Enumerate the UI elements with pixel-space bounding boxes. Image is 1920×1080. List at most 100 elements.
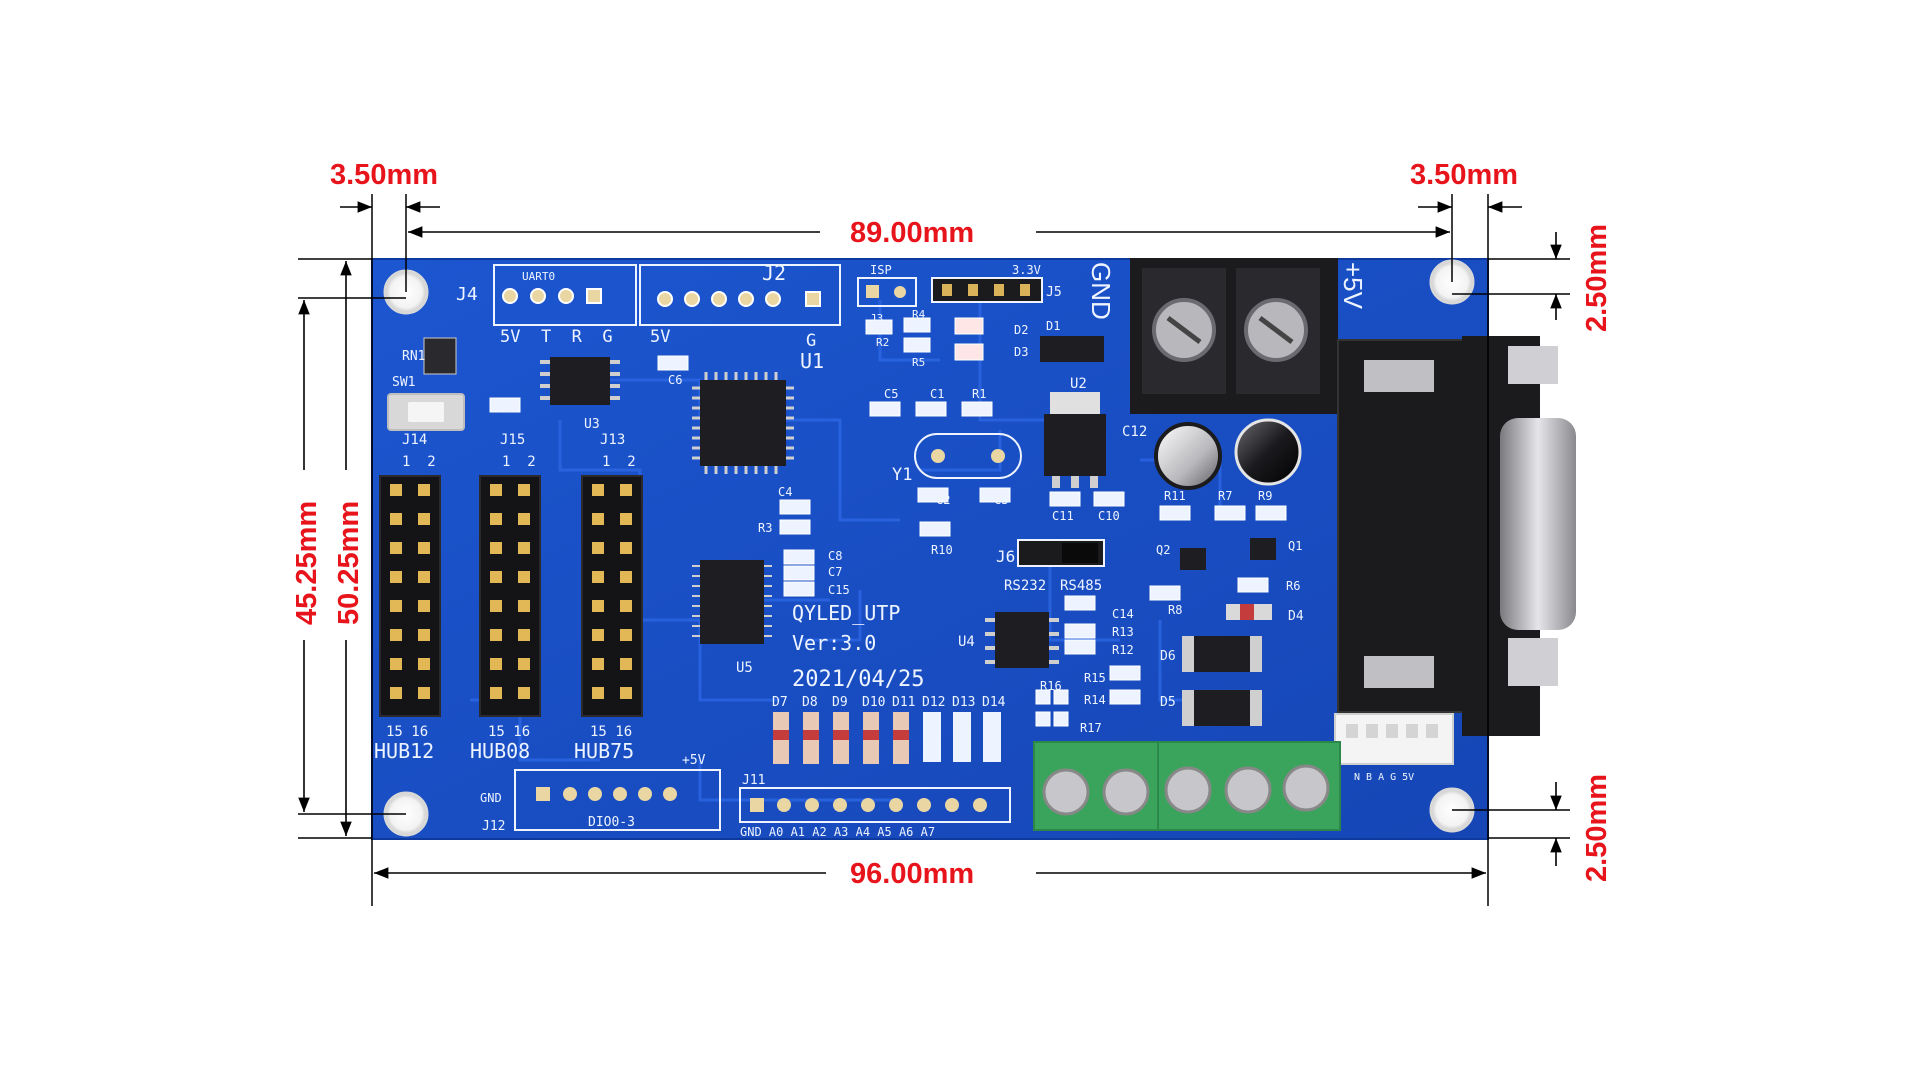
label-r13: R13 (1112, 625, 1134, 639)
label-c15: C15 (828, 583, 850, 597)
db9-connector (1337, 336, 1576, 736)
label-j13: J13 (600, 432, 625, 448)
silkscreen: J4 UART0 5V T R G J2 5V G ISP J3 3.3V J5… (374, 261, 1414, 839)
header-pin (592, 629, 604, 641)
header-pin (518, 600, 530, 612)
diode-d5 (1182, 690, 1262, 726)
label-y1: Y1 (892, 465, 912, 485)
label-r16: R16 (1040, 679, 1062, 693)
label-j12: J12 (482, 819, 505, 834)
label-r9: R9 (1258, 489, 1272, 503)
smd-passives (489, 317, 1287, 727)
header-pin (518, 513, 530, 525)
label-c6: C6 (668, 373, 682, 387)
label-c13: C13 (496, 401, 518, 415)
j11-header (739, 787, 1011, 823)
header-pin (592, 658, 604, 670)
led-label: D7 (772, 695, 788, 710)
label-j2-g: G (806, 331, 816, 351)
label-nbag: N B A G 5V (1354, 772, 1414, 783)
label-c3: C3 (994, 493, 1008, 507)
j6-jumper (1017, 539, 1105, 567)
db9-screw-top (1364, 360, 1434, 392)
label-u2: U2 (1070, 376, 1087, 392)
label-j13-pin-bottom: 15 16 (590, 724, 632, 740)
capacitor-c9 (1234, 418, 1302, 486)
header-pin (418, 629, 430, 641)
header-pin (592, 513, 604, 525)
label-j15-pin-bottom: 15 16 (488, 724, 530, 740)
led-label: D13 (952, 695, 975, 710)
label-date: 2021/04/25 (792, 667, 924, 692)
header-j14 (379, 475, 441, 717)
label-j3: J3 (870, 312, 883, 325)
header-pin (592, 484, 604, 496)
header-pin (418, 600, 430, 612)
header-pin (518, 629, 530, 641)
label-uart-pins: 5V T R G (500, 327, 613, 347)
header-pin (390, 600, 402, 612)
label-gnd-power: GND (1086, 262, 1116, 320)
dim-hole-offset-top: 2.50mm (1581, 224, 1613, 332)
label-hub75: HUB75 (574, 739, 634, 763)
led-label: D9 (832, 695, 848, 710)
led-label: D8 (802, 695, 818, 710)
label-r11: R11 (1164, 489, 1186, 503)
label-j2-5v: 5V (650, 327, 670, 347)
label-c2: C2 (936, 493, 950, 507)
label-r1: R1 (972, 387, 986, 401)
header-pin (390, 629, 402, 641)
label-rs232: RS232 (1004, 578, 1046, 594)
header-pin (592, 571, 604, 583)
dim-hole-offset-bottom: 2.50mm (1581, 774, 1613, 882)
header-pin (620, 542, 632, 554)
power-terminal (1130, 258, 1338, 414)
label-5v-power: +5V (1338, 262, 1368, 310)
label-r4: R4 (912, 308, 926, 321)
header-pin (592, 687, 604, 699)
label-j6: J6 (996, 547, 1015, 566)
header-pin (418, 542, 430, 554)
header-pin (592, 600, 604, 612)
header-body (581, 475, 643, 717)
label-sw1: SW1 (392, 375, 415, 390)
label-d2: D2 (1014, 323, 1028, 337)
transistors (1180, 538, 1276, 570)
rn1-resistor-network (423, 337, 457, 375)
u1-mcu (692, 372, 794, 474)
label-u1: U1 (800, 349, 824, 373)
header-pin (620, 629, 632, 641)
header-pin (490, 629, 502, 641)
label-r6: R6 (1286, 579, 1300, 593)
header-pin (592, 542, 604, 554)
green-terminal-3pin (1157, 741, 1341, 831)
dim-board-width: 96.00mm (850, 858, 974, 890)
dim-board-height: 50.25mm (333, 501, 365, 625)
dim-hole-offset-left: 3.50mm (330, 159, 438, 191)
label-rn1: RN1 (402, 349, 425, 364)
pcb-board: J4 UART0 5V T R G J2 5V G ISP J3 3.3V J5… (371, 258, 1576, 840)
header-pin (390, 484, 402, 496)
label-r7: R7 (1218, 489, 1232, 503)
header-pin (490, 687, 502, 699)
diode-d4 (1226, 604, 1272, 620)
header-pin (620, 658, 632, 670)
led-row (773, 712, 1001, 764)
header-pin (518, 542, 530, 554)
label-d1: D1 (1046, 319, 1060, 333)
j12-header (514, 769, 721, 831)
label-c5: C5 (884, 387, 898, 401)
header-pin (620, 687, 632, 699)
header-pin (490, 542, 502, 554)
label-j15: J15 (500, 432, 525, 448)
header-pin (518, 484, 530, 496)
isp-header (857, 277, 917, 307)
label-rs485: RS485 (1060, 578, 1102, 594)
header-pin (518, 571, 530, 583)
label-j5: J5 (1046, 285, 1062, 300)
label-j14-pin-bottom: 15 16 (386, 724, 428, 740)
y1-crystal (914, 433, 1022, 479)
header-pin (418, 513, 430, 525)
header-pin (620, 600, 632, 612)
